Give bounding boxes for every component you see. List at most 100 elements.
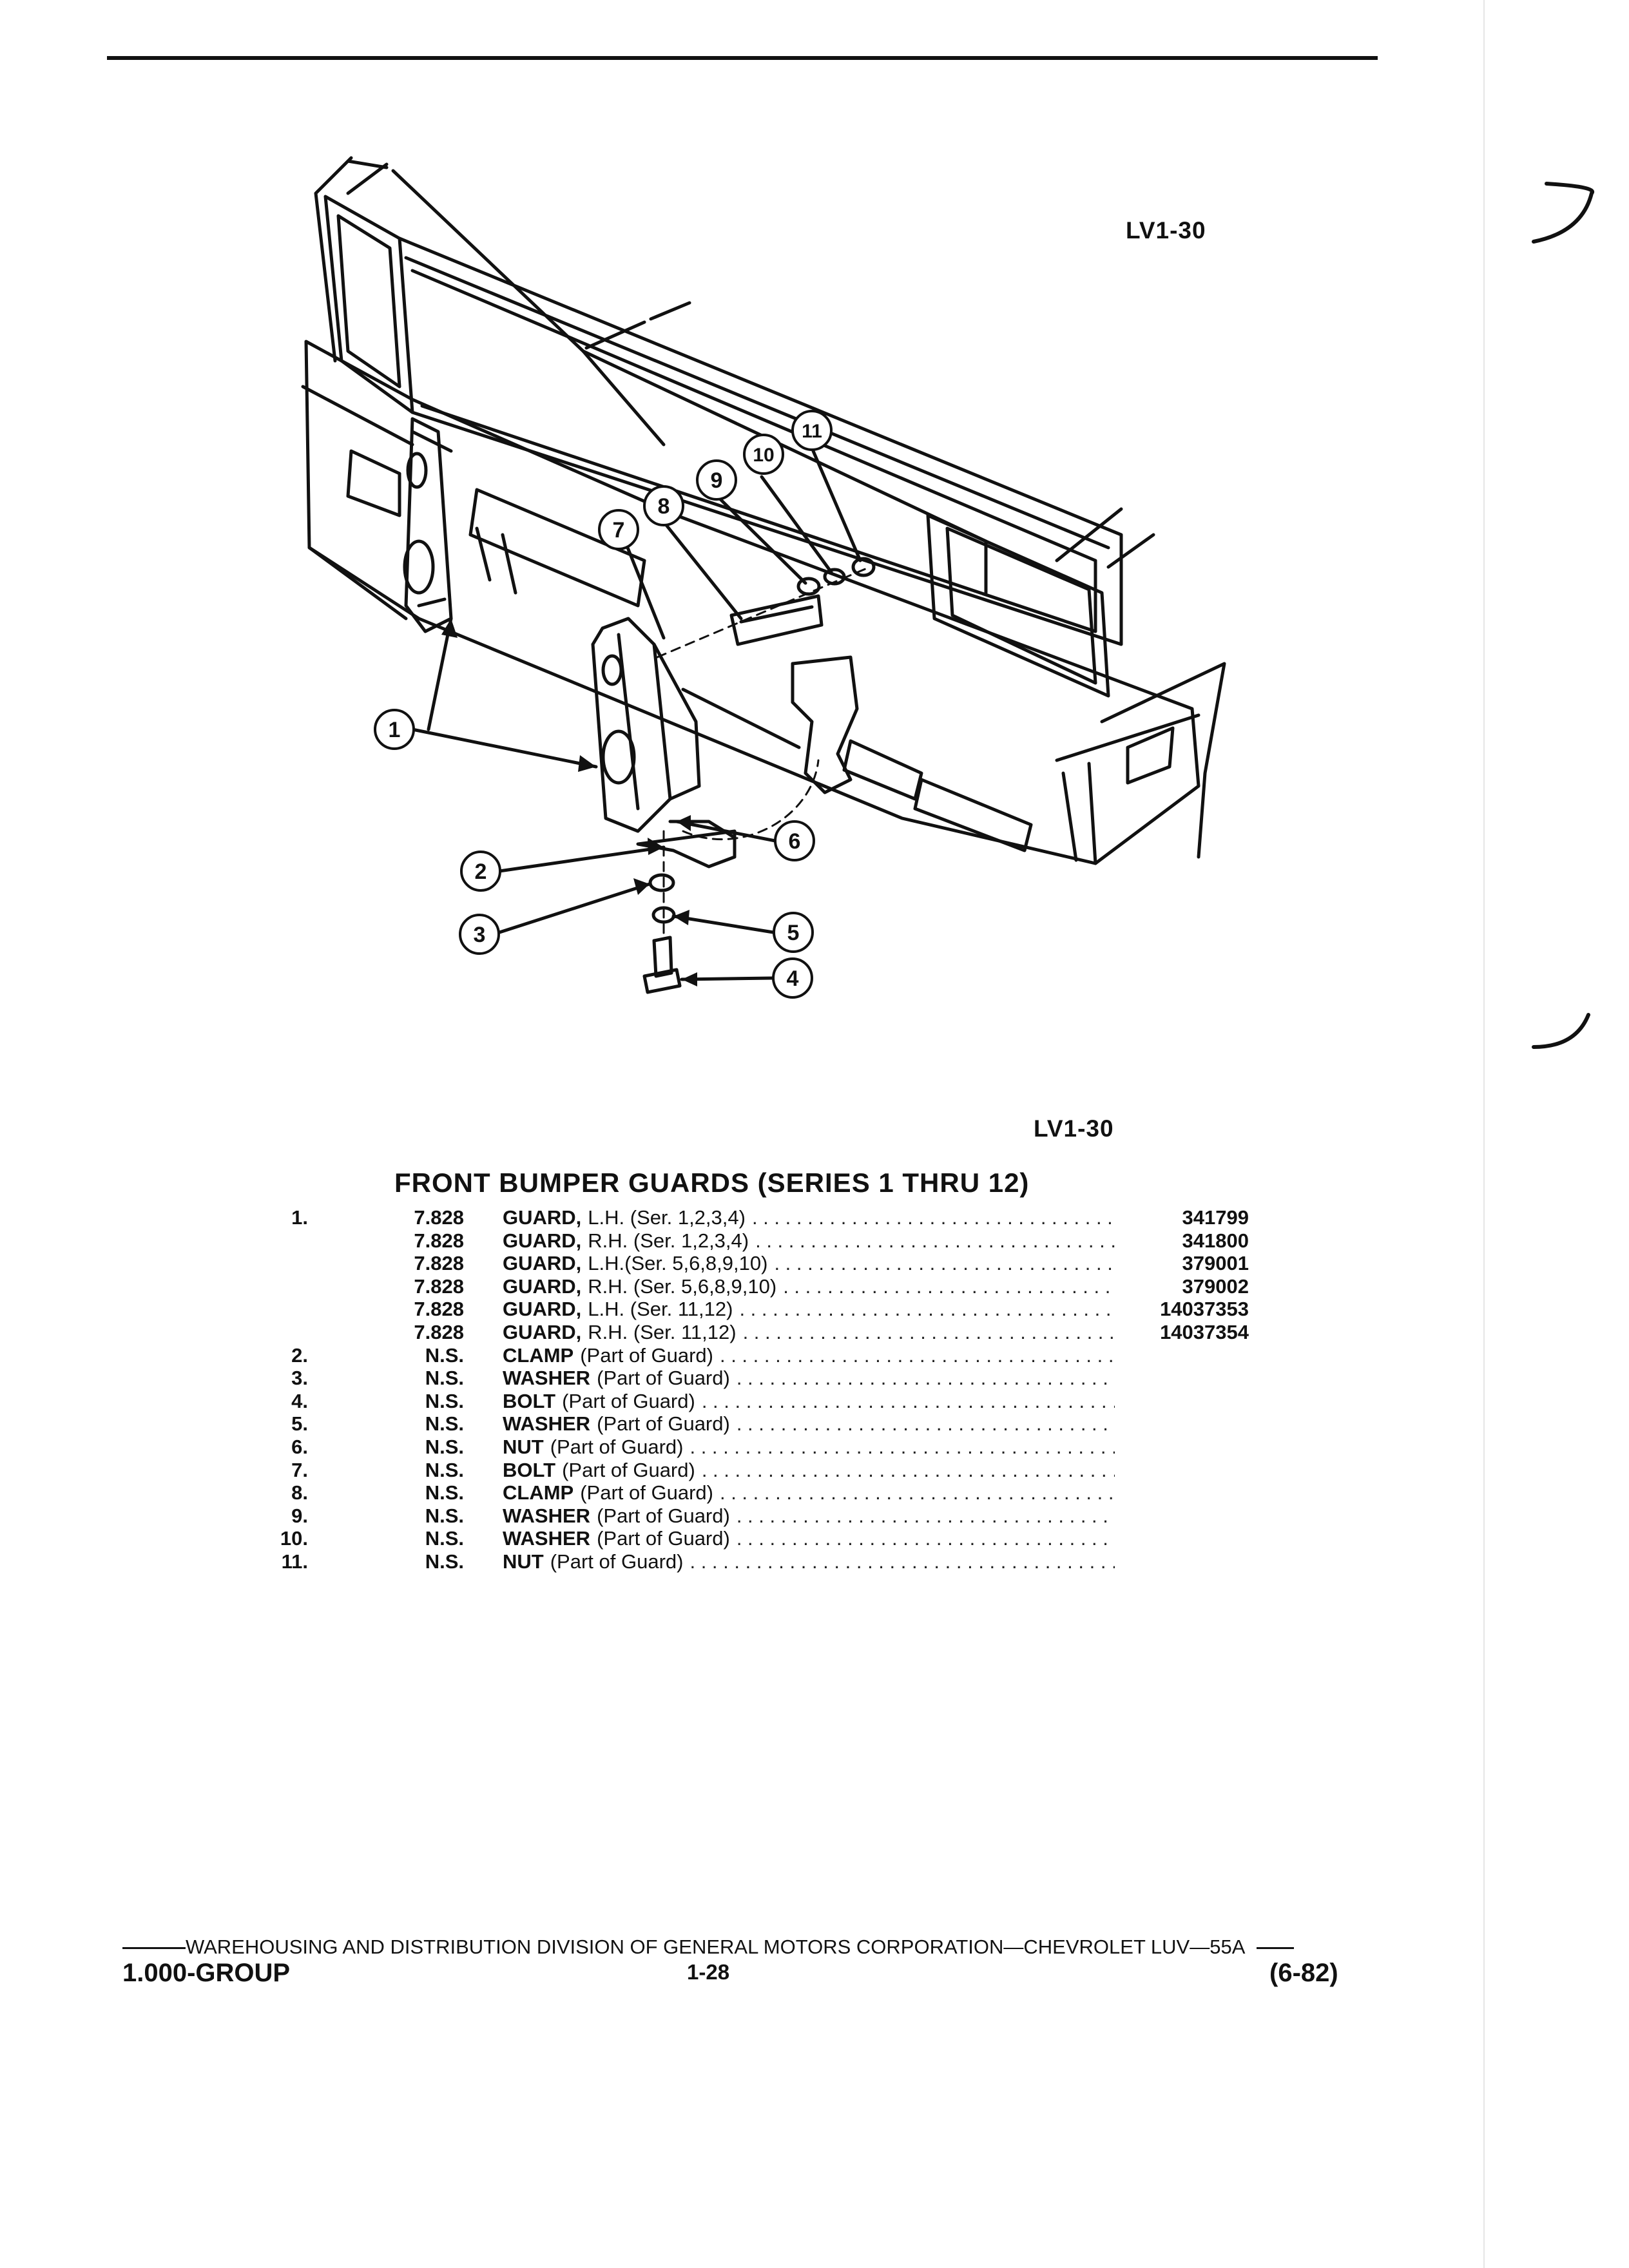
part-qualifier: R.H. (Ser. 1,2,3,4): [588, 1229, 749, 1252]
part-number: 14037353: [1160, 1298, 1249, 1321]
description: CLAMP(Part of Guard): [464, 1481, 1115, 1504]
description: NUT (Part of Guard): [464, 1436, 1115, 1459]
part-qualifier: (Part of Guard): [562, 1389, 695, 1412]
description: BOLT (Part of Guard): [464, 1390, 1115, 1413]
parts-row: 11. N.S.NUT(Part of Guard): [245, 1550, 1263, 1573]
group-number: N.S.: [425, 1389, 464, 1412]
part-qualifier: R.H. (Ser. 5,6,8,9,10): [588, 1274, 777, 1298]
callout-label-3: 3: [474, 923, 486, 947]
part-name: GUARD,: [503, 1229, 582, 1252]
footer-publisher-line: WAREHOUSING AND DISTRIBUTION DIVISION OF…: [122, 1936, 1347, 1959]
part-qualifier: (Part of Guard): [597, 1367, 730, 1390]
group-number: N.S.: [425, 1550, 464, 1573]
footer-group: 1.000-GROUP: [122, 1959, 291, 1987]
part-name: WASHER: [503, 1412, 591, 1436]
top-rule: [107, 56, 1378, 60]
part-qualifier: R.H. (Ser. 11,12): [588, 1320, 737, 1343]
callout-label-2: 2: [475, 860, 487, 884]
page-number: 1-28: [687, 1960, 730, 1984]
parts-row: 8. N.S.CLAMP(Part of Guard): [245, 1481, 1263, 1504]
group-number: 7.828: [414, 1229, 464, 1252]
item-number: 11.: [281, 1550, 308, 1573]
item-number: 3.: [291, 1367, 308, 1390]
section-title: FRONT BUMPER GUARDS (SERIES 1 THRU 12): [394, 1168, 1030, 1198]
item-number: 2.: [291, 1343, 308, 1367]
group-number: N.S.: [425, 1481, 464, 1504]
callout-8: [643, 485, 684, 526]
part-qualifier: (Part of Guard): [562, 1458, 695, 1481]
part-qualifier: (Part of Guard): [597, 1412, 730, 1436]
part-qualifier: L.H. (Ser. 1,2,3,4): [588, 1206, 746, 1229]
part-number: 379001: [1182, 1252, 1249, 1275]
description: GUARD, L.H. (Ser. 1,2,3,4): [464, 1206, 1115, 1229]
part-name: BOLT: [503, 1458, 556, 1481]
parts-row: 2. N.S.CLAMP(Part of Guard): [245, 1344, 1263, 1367]
item-number: 6.: [291, 1435, 308, 1458]
part-qualifier: (Part of Guard): [597, 1504, 730, 1527]
part-qualifier: (Part of Guard): [580, 1481, 713, 1504]
part-qualifier: (Part of Guard): [597, 1527, 730, 1550]
callout-9: [696, 459, 737, 501]
callout-1: [374, 709, 415, 750]
figure-code-bottom: LV1-30: [1034, 1115, 1114, 1142]
group-number: N.S.: [425, 1343, 464, 1367]
parts-row: 7.828 GUARD, R.H. (Ser. 1,2,3,4) 341800: [245, 1229, 1263, 1253]
callout-label-9: 9: [711, 468, 723, 493]
item-number: 8.: [291, 1481, 308, 1504]
part-name: WASHER: [503, 1527, 591, 1550]
callout-11: [791, 410, 833, 451]
description: GUARD, R.H. (Ser. 1,2,3,4): [464, 1229, 1115, 1253]
item-number: 9.: [291, 1504, 308, 1527]
part-name: GUARD,: [503, 1206, 582, 1229]
parts-row: 7.N.S.BOLT(Part of Guard): [245, 1459, 1263, 1482]
description: NUT(Part of Guard): [464, 1550, 1115, 1573]
callout-label-1: 1: [389, 718, 401, 742]
parts-row: 3. N.S. WASHER (Part of Guard): [245, 1367, 1263, 1390]
callout-10: [743, 434, 784, 475]
part-qualifier: L.H.(Ser. 5,6,8,9,10): [588, 1252, 768, 1275]
description: GUARD,R.H. (Ser. 5,6,8,9,10): [464, 1275, 1115, 1298]
figure-code-top: LV1-30: [1126, 217, 1206, 244]
callout-6: [774, 820, 815, 861]
item-number: 5.: [291, 1412, 308, 1436]
part-name: WASHER: [503, 1504, 591, 1527]
item-number: 7.: [291, 1458, 308, 1481]
parts-row: 5.N.S.WASHER(Part of Guard): [245, 1412, 1263, 1436]
callout-label-6: 6: [789, 829, 801, 854]
part-number: 341800: [1182, 1229, 1249, 1252]
description: CLAMP(Part of Guard): [464, 1344, 1115, 1367]
callout-2: [460, 850, 501, 892]
callout-label-10: 10: [753, 445, 774, 466]
description: WASHER(Part of Guard): [464, 1412, 1115, 1436]
item-number: 4.: [291, 1389, 308, 1412]
part-qualifier: (Part of Guard): [550, 1435, 684, 1458]
description: WASHER (Part of Guard): [464, 1504, 1115, 1528]
part-qualifier: (Part of Guard): [550, 1550, 684, 1573]
callout-7: [598, 509, 639, 550]
group-number: N.S.: [425, 1527, 464, 1550]
description: GUARD,L.H. (Ser. 11,12): [464, 1298, 1115, 1321]
callout-label-5: 5: [787, 921, 800, 945]
parts-row: 10.N.S.WASHER(Part of Guard): [245, 1527, 1263, 1550]
part-number: 14037354: [1160, 1320, 1249, 1343]
callout-label-7: 7: [613, 518, 625, 543]
bumper-guard-diagram: 1 2 3 4 5 6 7 8 9 10 11: [301, 156, 1595, 1049]
part-name: WASHER: [503, 1367, 591, 1390]
page-edge-line: [1483, 0, 1485, 2268]
description: WASHER (Part of Guard): [464, 1527, 1115, 1550]
part-name: GUARD,: [503, 1252, 582, 1275]
part-name: BOLT: [503, 1389, 556, 1412]
description: WASHER (Part of Guard): [464, 1367, 1115, 1390]
group-number: N.S.: [425, 1504, 464, 1527]
part-number: 379002: [1182, 1274, 1249, 1298]
group-number: 7.828: [414, 1320, 464, 1343]
part-name: NUT: [503, 1435, 544, 1458]
footer-publisher-text: WAREHOUSING AND DISTRIBUTION DIVISION OF…: [186, 1936, 1246, 1958]
group-number: N.S.: [425, 1367, 464, 1390]
